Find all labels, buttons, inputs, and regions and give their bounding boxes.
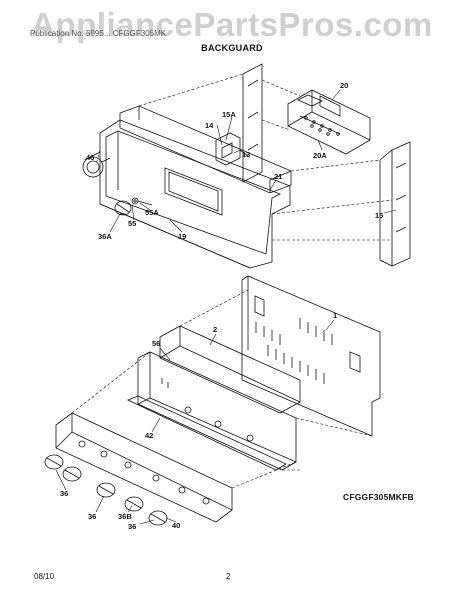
- part-label-13: 13: [242, 150, 250, 159]
- part-label-55: 55: [128, 219, 136, 228]
- rear-panel: [241, 275, 381, 437]
- part-label-15A: 15A: [222, 110, 236, 119]
- manifold-panel: [137, 351, 297, 471]
- footer-date: 08/10: [34, 572, 55, 581]
- callout-leaders: [55, 89, 397, 525]
- part-label-19: 19: [178, 232, 186, 241]
- part-label-40: 40: [172, 521, 180, 530]
- backguard-panel: [99, 119, 291, 269]
- model-code: CFGGF305MKFB: [343, 492, 414, 502]
- part-label-46: 46: [86, 153, 94, 162]
- knob-46: [82, 151, 111, 178]
- burner-knobs: [44, 454, 168, 526]
- lower-trim-strip: [126, 395, 287, 471]
- part-label-36B: 36B: [118, 512, 132, 521]
- part-label-2: 2: [213, 325, 217, 334]
- vent-duct: [159, 325, 301, 414]
- front-control-panel: [55, 412, 233, 523]
- right-end-bracket: [379, 141, 411, 267]
- spring-55A: [131, 197, 153, 206]
- watermark: AppliancePartsPros.com: [31, 6, 433, 43]
- part-label-36-left: 36: [60, 489, 68, 498]
- switch-bracket: [215, 132, 249, 166]
- part-label-36-right: 36: [128, 522, 136, 531]
- part-label-20: 20: [340, 81, 348, 90]
- part-label-1: 1: [333, 311, 337, 320]
- section-title: BACKGUARD: [201, 43, 263, 53]
- part-label-36A: 36A: [98, 232, 112, 241]
- electronic-control-board: [287, 89, 371, 155]
- part-label-15: 15: [375, 211, 383, 220]
- part-label-21: 21: [274, 172, 282, 181]
- knob-36A: [114, 200, 132, 216]
- part-label-14: 14: [205, 121, 214, 130]
- part-label-56: 56: [152, 339, 160, 348]
- part-label-55A: 55A: [145, 208, 159, 217]
- left-end-bracket: [242, 63, 263, 183]
- lower-assembly-guide-lines: [71, 289, 373, 489]
- part-label-20A: 20A: [313, 151, 327, 160]
- part-label-42: 42: [145, 431, 153, 440]
- publication-header: Publication No. 5995... CFGGF305MK: [30, 29, 167, 38]
- page-number: 2: [226, 572, 231, 581]
- part-label-36-middle: 36: [88, 512, 96, 521]
- top-trim: [119, 105, 292, 194]
